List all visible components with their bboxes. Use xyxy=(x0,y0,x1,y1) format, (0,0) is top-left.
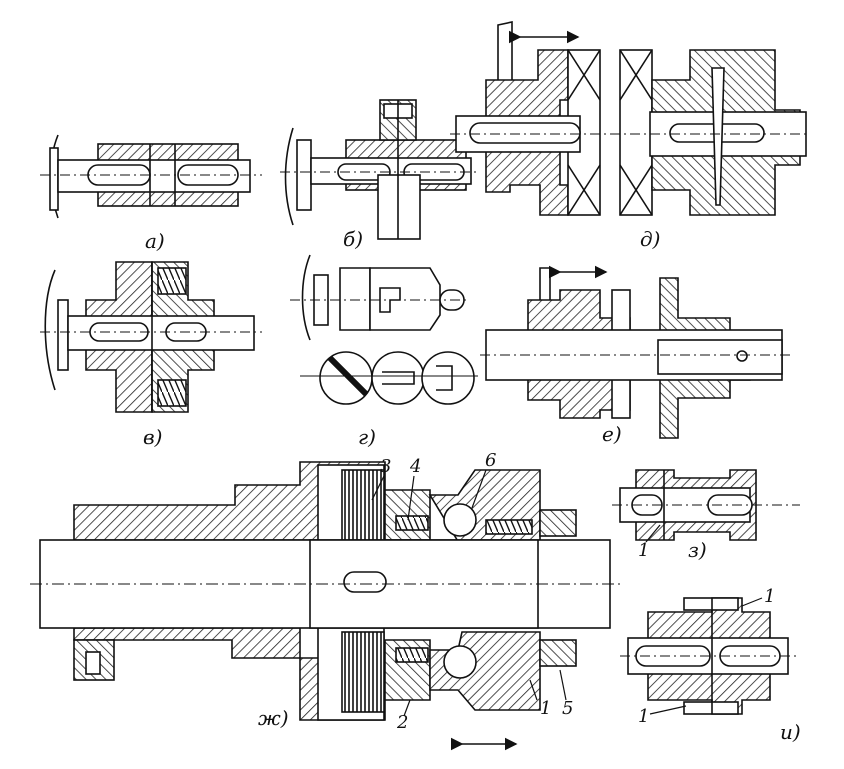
figure-label-d: д) xyxy=(640,227,661,251)
part-number-z-1: 1 xyxy=(638,540,650,561)
drawing-a xyxy=(40,134,262,219)
part-number-i-1-bottom: 1 xyxy=(638,706,650,727)
part-number-4: 4 xyxy=(410,456,422,477)
figure-label-z: з) xyxy=(688,538,707,562)
drawing-d xyxy=(450,21,810,216)
part-number-2: 2 xyxy=(397,712,409,733)
part-number-6: 6 xyxy=(485,450,497,471)
drawing-i xyxy=(620,597,800,715)
figure-label-zh: ж) xyxy=(258,706,289,730)
figure-label-b: б) xyxy=(343,227,364,251)
leader-lines xyxy=(371,469,763,717)
drawing-zh xyxy=(30,461,620,751)
part-number-5: 5 xyxy=(562,698,574,719)
part-number-3: 3 xyxy=(380,456,392,477)
part-number-i-1-top: 1 xyxy=(764,586,776,607)
drawing-e xyxy=(480,265,790,439)
drawing-b xyxy=(280,99,480,240)
figure-label-e: е) xyxy=(602,422,622,446)
figure-label-v: в) xyxy=(143,425,163,449)
figure-label-i: и) xyxy=(780,720,801,744)
figure-label-a: а) xyxy=(145,229,165,253)
drawing-v xyxy=(40,261,262,413)
part-number-1: 1 xyxy=(540,698,552,719)
drawing-z xyxy=(612,469,800,541)
drawing-g xyxy=(290,254,478,405)
figure-label-g: г) xyxy=(358,425,376,449)
